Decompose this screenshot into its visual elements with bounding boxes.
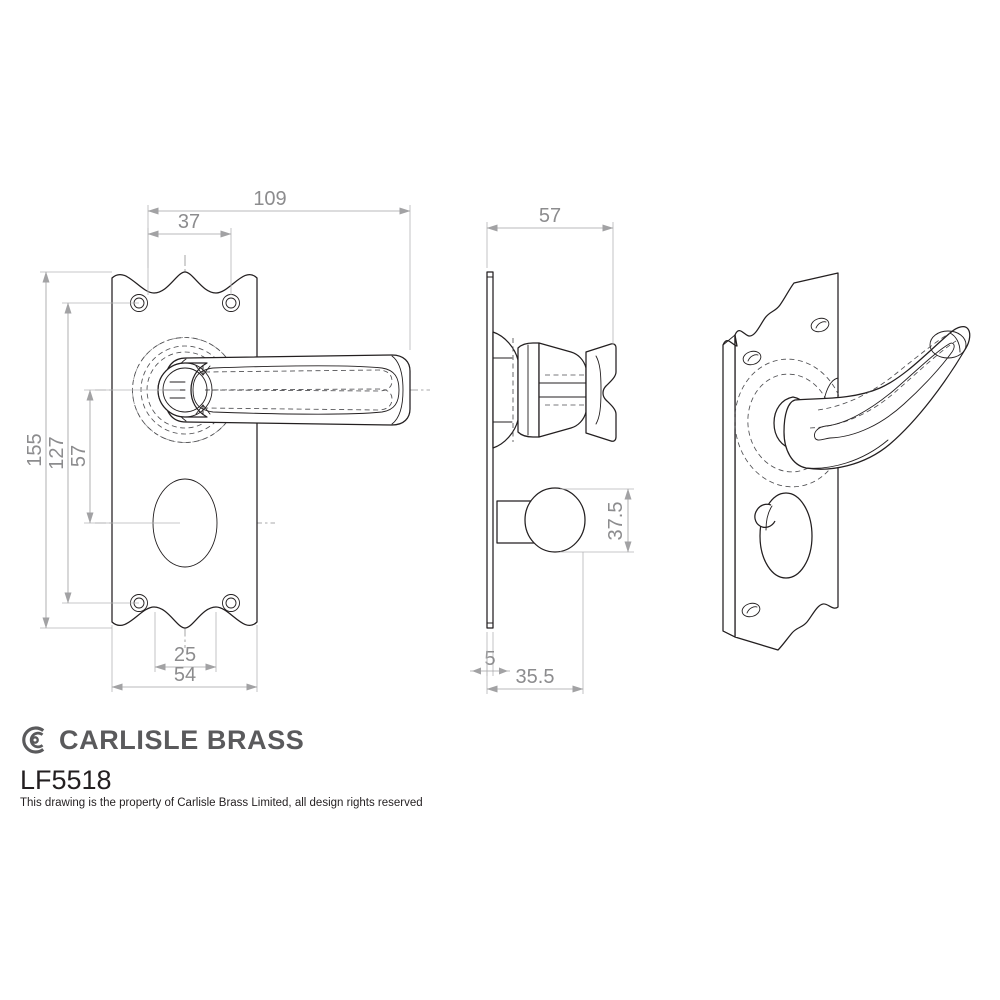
dim-label-25: 25 [174, 644, 196, 666]
carlisle-c-logo-icon [22, 726, 45, 754]
dim-label-109: 109 [253, 188, 286, 210]
product-code: LF5518 [20, 765, 112, 795]
front-elevation-view: 109 37 155 127 57 25 [24, 188, 430, 692]
title-block: CARLISLE BRASS LF5518 This drawing is th… [0, 720, 1000, 830]
bathroom-turn-iso [754, 492, 813, 579]
dim-label-155: 155 [24, 433, 46, 466]
rights-notice: This drawing is the property of Carlisle… [20, 797, 423, 810]
isometric-view [722, 272, 971, 651]
screw-hole-iso-3 [741, 602, 761, 618]
screw-holes-iso [741, 317, 830, 618]
front-dimensions: 109 37 155 127 57 25 [24, 188, 411, 692]
side-dimensions: 57 37.5 5 35.5 [470, 205, 634, 694]
side-elevation-view: 57 37.5 5 35.5 [470, 205, 634, 694]
backplate-side [486, 271, 494, 629]
dim-label-37: 37 [178, 211, 200, 233]
dim-label-35-5: 35.5 [516, 666, 555, 688]
lever-boss-side [517, 342, 540, 438]
brand-row: CARLISLE BRASS [0, 720, 1000, 760]
screw-hole-iso-2 [742, 350, 762, 366]
backplate-iso-edge [722, 334, 738, 638]
lever-neck-side [538, 342, 587, 438]
dim-label-57-side: 57 [539, 205, 561, 227]
backplate-front [111, 271, 258, 629]
screw-hole-bottom-right [222, 594, 240, 612]
lever-arm-iso [783, 326, 971, 470]
bathroom-turn-side [496, 487, 586, 553]
rose-flare-side [492, 331, 519, 449]
dim-label-127: 127 [46, 436, 68, 469]
dim-label-5: 5 [484, 648, 495, 670]
dim-label-54: 54 [174, 664, 196, 686]
dim-label-57-front: 57 [68, 445, 90, 467]
brand-name: CARLISLE BRASS [59, 724, 305, 755]
screw-hole-iso-1 [810, 317, 830, 333]
dim-label-37-5: 37.5 [605, 502, 627, 541]
